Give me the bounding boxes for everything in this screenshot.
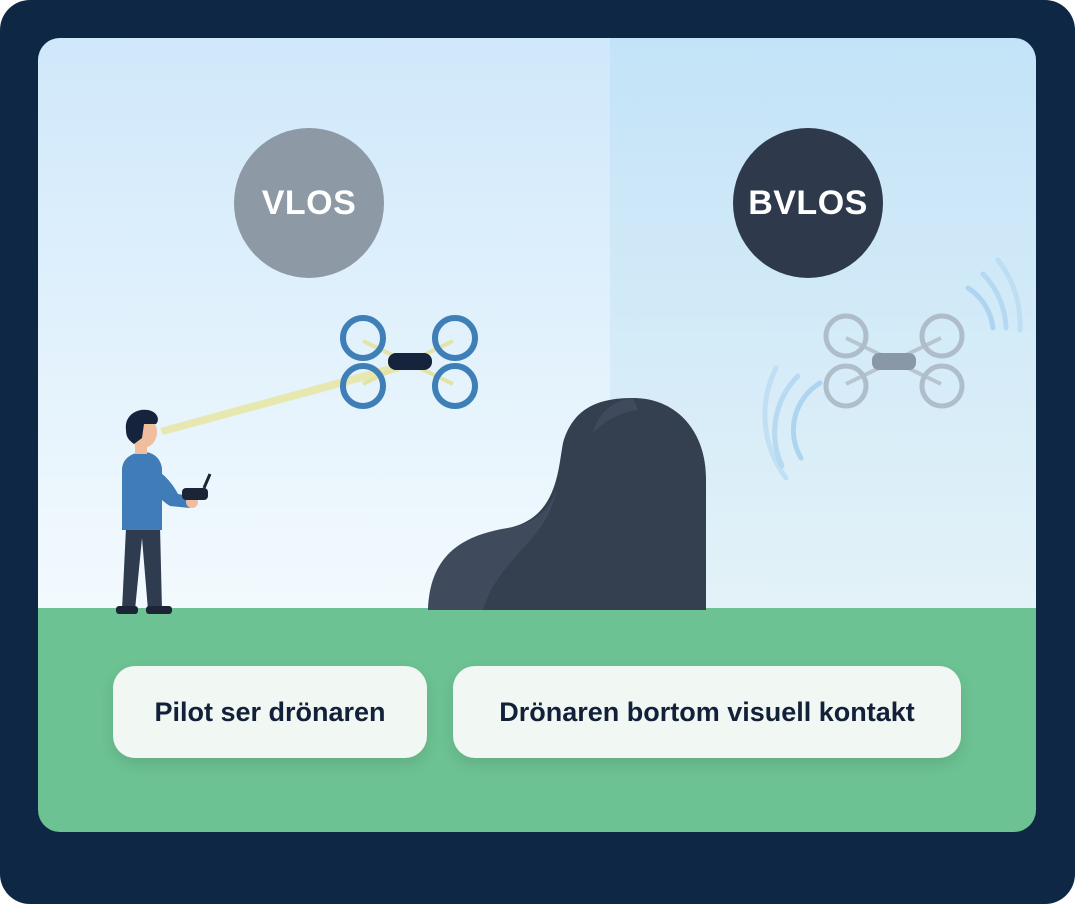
drone-faded-icon	[823, 313, 965, 409]
signal-waves-icon	[762, 257, 1023, 481]
remote-controller-icon	[182, 473, 212, 500]
obstacle-hill-icon	[428, 398, 706, 610]
vlos-label: VLOS	[261, 183, 357, 222]
bvlos-caption: Drönaren bortom visuell kontakt	[499, 696, 915, 727]
bvlos-badge: BVLOS	[733, 128, 883, 278]
vlos-caption-card: Pilot ser drönaren	[113, 666, 427, 758]
bvlos-label: BVLOS	[748, 183, 868, 222]
vlos-badge: VLOS	[234, 128, 384, 278]
sight-line	[160, 363, 400, 435]
illustration-panel: VLOS BVLOS Pilot ser drönaren Drönaren b…	[38, 38, 1036, 832]
person-icon	[116, 409, 198, 614]
bvlos-caption-card: Drönaren bortom visuell kontakt	[453, 666, 961, 758]
drone-icon	[340, 315, 478, 409]
vlos-caption: Pilot ser drönaren	[154, 696, 386, 727]
